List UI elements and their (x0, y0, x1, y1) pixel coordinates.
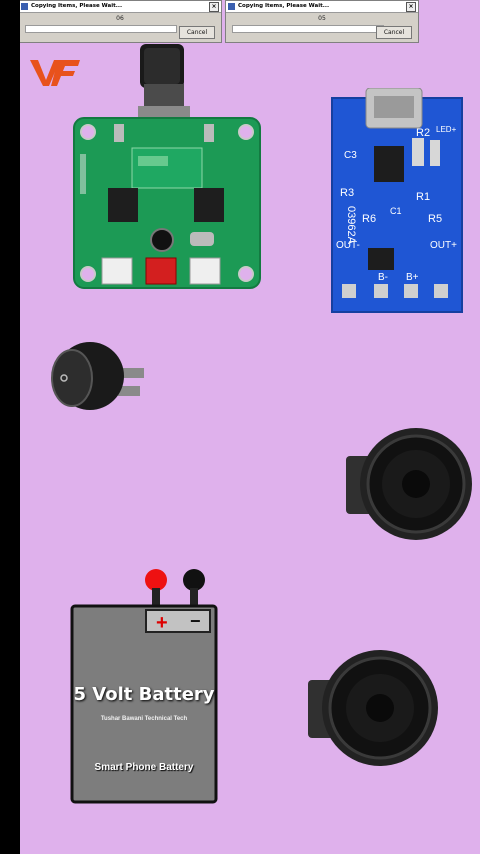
dialog-titlebar: Copying Items, Please Wait... × (20, 1, 221, 13)
silk-out-minus: OUT- (336, 240, 360, 251)
channel-logo (30, 60, 80, 86)
charger-board: LED+ C3 R2 R1 R3 03962A R6 C1 R5 OUT- OU… (331, 88, 463, 313)
silk-r6: R6 (362, 213, 376, 225)
copy-dialog-1: Copying Items, Please Wait... × 06 Cance… (20, 0, 222, 43)
copy-icon (228, 3, 235, 10)
dialog-title: Copying Items, Please Wait... (238, 3, 330, 9)
silk-r5: R5 (428, 213, 442, 225)
battery-graphic: + − (70, 569, 218, 804)
plus-mark: + (156, 612, 168, 634)
battery: + − 5 Volt Battery Tushar Bawani Technic… (70, 566, 218, 806)
silk-b-minus: B- (378, 272, 388, 283)
silk-b-plus: B+ (406, 272, 419, 283)
silk-out-plus: OUT+ (430, 240, 457, 251)
amplifier-board (73, 44, 261, 289)
progress-bar (25, 25, 177, 33)
battery-subtitle: Tushar Bawani Technical Tech (100, 716, 188, 722)
copy-icon (21, 3, 28, 10)
silk-r3: R3 (340, 187, 354, 199)
minus-mark: − (190, 611, 201, 631)
close-icon[interactable]: × (209, 2, 219, 12)
rocker-switch (51, 342, 144, 410)
battery-title: 5 Volt Battery (73, 684, 215, 705)
close-icon[interactable]: × (406, 2, 416, 12)
speaker-1 (346, 428, 472, 540)
battery-description: Smart Phone Battery (94, 762, 194, 773)
dialog-titlebar: Copying Items, Please Wait... × (226, 1, 418, 13)
dialog-filename: 05 (318, 15, 326, 22)
silk-r1: R1 (416, 191, 430, 203)
left-black-bar (0, 0, 20, 854)
progress-bar (232, 25, 384, 33)
cancel-button[interactable]: Cancel (179, 26, 215, 39)
dialog-filename: 06 (116, 15, 124, 22)
silk-c1: C1 (390, 206, 402, 216)
copy-dialog-2: Copying Items, Please Wait... × 05 Cance… (225, 0, 419, 43)
dialog-title: Copying Items, Please Wait... (31, 3, 123, 9)
silk-r2: R2 (416, 127, 430, 139)
silk-ledp: LED+ (436, 125, 457, 134)
video-frame: Copying Items, Please Wait... × 06 Cance… (20, 0, 480, 854)
cancel-button[interactable]: Cancel (376, 26, 412, 39)
speaker-2 (308, 650, 438, 766)
silk-c3: C3 (344, 150, 357, 161)
silk-chip: 03962A (345, 206, 357, 245)
